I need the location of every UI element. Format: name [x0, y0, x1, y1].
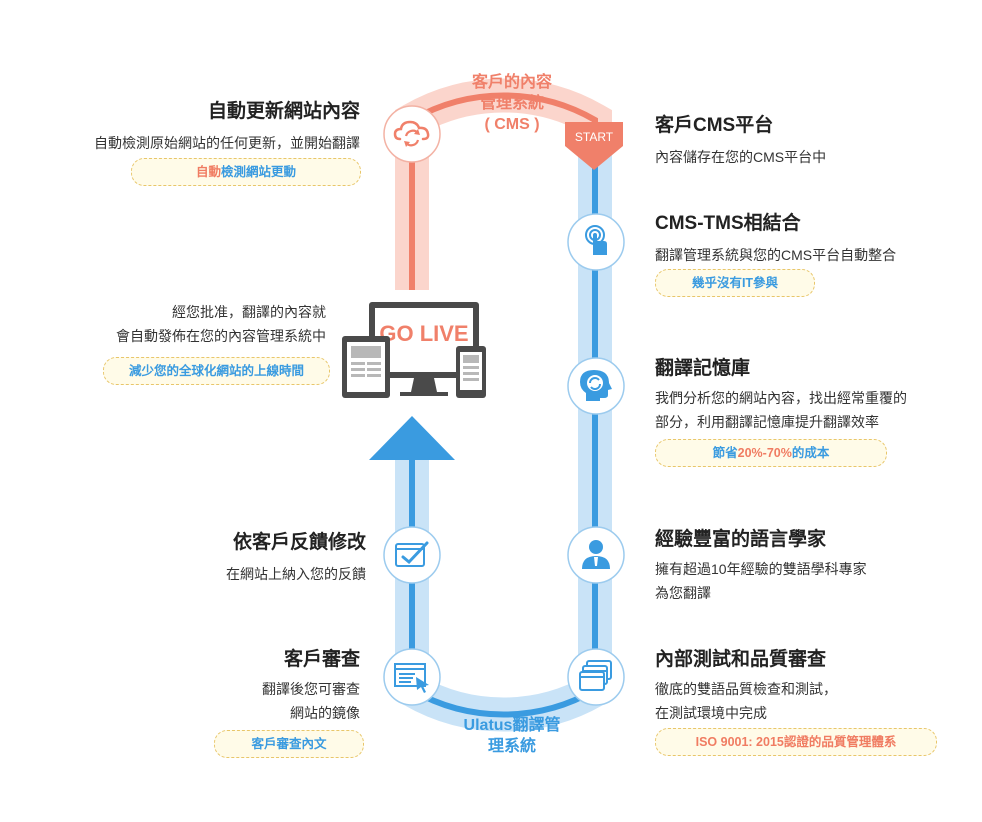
- tms-label: Ulatus翻譯管 理系統: [463, 717, 561, 755]
- start-marker: START: [565, 122, 623, 170]
- step-desc-line2: 網站的鏡像: [290, 705, 360, 721]
- step-desc-line2: 部分，利用翻譯記憶庫提升翻譯效率: [655, 414, 879, 430]
- review-cursor-icon: [383, 648, 441, 706]
- linguist-icon: [567, 526, 625, 584]
- sync-cloud-icon: [383, 105, 441, 163]
- step-desc-line1: 經您批准，翻譯的內容就: [172, 304, 326, 320]
- step-desc-line1: 擁有超過10年經驗的雙語學科專家: [655, 561, 867, 577]
- step-client-review: 客戶審查 翻譯後您可審查 網站的鏡像: [262, 644, 360, 725]
- step-qa: 內部測試和品質審查 徹底的雙語品質檢查和測試， 在測試環境中完成: [655, 644, 837, 725]
- start-label: START: [575, 130, 614, 144]
- pill-no-it: 幾乎沒有IT參與: [655, 269, 815, 297]
- feedback-check-icon: [383, 526, 441, 584]
- step-title: 經驗豐富的語言學家: [655, 529, 827, 550]
- step-title: 客戶CMS平台: [655, 115, 774, 136]
- cms-label: 客戶的內容 管理系統 ( CMS ): [471, 74, 552, 133]
- pill-auto-detect: 自動檢測網站更動: [131, 158, 361, 186]
- step-linguists: 經驗豐富的語言學家 擁有超過10年經驗的雙語學科專家 為您翻譯: [655, 524, 867, 605]
- up-arrow: [369, 416, 455, 460]
- touch-icon: [567, 213, 625, 271]
- step-desc-line1: 徹底的雙語品質檢查和測試，: [655, 681, 837, 697]
- step-customer-cms: 客戶CMS平台 內容儲存在您的CMS平台中: [655, 110, 826, 169]
- step-title: 翻譯記憶庫: [655, 358, 751, 379]
- step-title: 客戶審查: [283, 649, 360, 670]
- windows-test-icon: [567, 648, 625, 706]
- pill-client-review: 客戶審查內文: [214, 730, 364, 758]
- step-desc: 在網站上納入您的反饋: [226, 566, 366, 582]
- step-desc-line2: 為您翻譯: [655, 585, 711, 601]
- step-cms-tms: CMS-TMS相結合 翻譯管理系統與您的CMS平台自動整合: [655, 208, 896, 267]
- step-translation-memory: 翻譯記憶庫 我們分析您的網站內容，找出經常重覆的 部分，利用翻譯記憶庫提升翻譯效…: [655, 353, 907, 434]
- pill-iso: ISO 9001: 2015認證的品質管理體系: [655, 728, 937, 756]
- pill-save-cost: 節省20%-70%的成本: [655, 439, 887, 467]
- go-live-text: GO LIVE: [379, 321, 468, 346]
- step-go-live: 經您批准，翻譯的內容就 會自動發佈在您的內容管理系統中: [116, 300, 326, 348]
- step-desc-line2: 會自動發佈在您的內容管理系統中: [116, 328, 326, 344]
- step-desc: 自動檢測原始網站的任何更新，並開始翻譯: [94, 135, 360, 151]
- go-live-devices: GO LIVE: [342, 302, 486, 398]
- step-desc-line1: 翻譯後您可審查: [262, 681, 360, 697]
- step-title: 依客戶反饋修改: [232, 532, 366, 553]
- brain-memory-icon: [567, 357, 625, 415]
- step-desc-line2: 在測試環境中完成: [655, 705, 767, 721]
- step-feedback: 依客戶反饋修改 在網站上納入您的反饋: [226, 527, 366, 586]
- step-desc-line1: 我們分析您的網站內容，找出經常重覆的: [655, 390, 907, 406]
- step-title: CMS-TMS相結合: [655, 213, 801, 234]
- pill-reduce-time: 減少您的全球化網站的上線時間: [103, 357, 330, 385]
- step-desc: 內容儲存在您的CMS平台中: [655, 149, 827, 165]
- step-title: 內部測試和品質審查: [655, 649, 827, 670]
- step-auto-update: 自動更新網站內容 自動檢測原始網站的任何更新，並開始翻譯: [94, 96, 360, 155]
- step-desc: 翻譯管理系統與您的CMS平台自動整合: [655, 247, 897, 263]
- step-title: 自動更新網站內容: [207, 101, 360, 122]
